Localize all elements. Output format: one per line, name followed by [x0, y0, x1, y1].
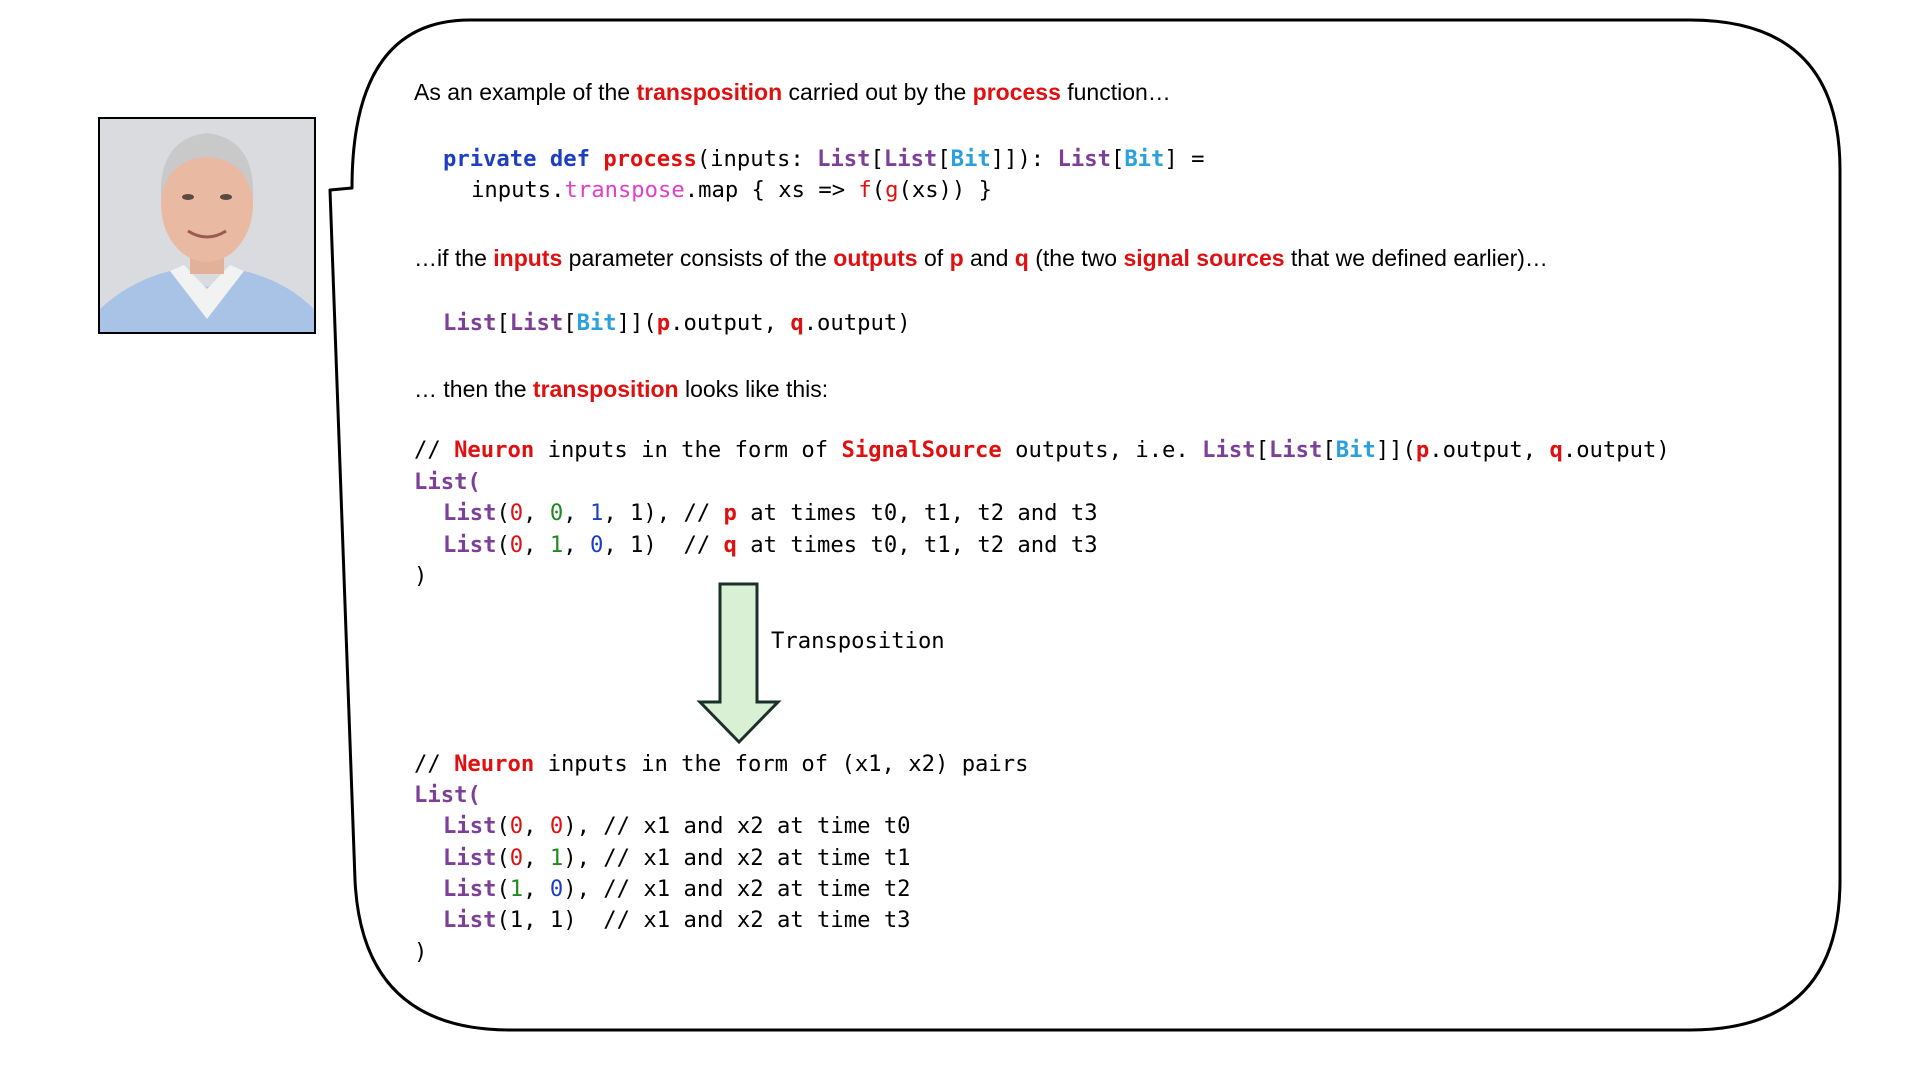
speech-bubble-outline: [328, 18, 1842, 1032]
block2-row-t1: List(0, 1), // x1 and x2 at time t1: [443, 845, 911, 871]
block1-row-q: List(0, 1, 0, 1) // q at times t0, t1, t…: [443, 532, 1098, 558]
avatar: [98, 117, 316, 334]
intro-text: As an example of the transposition carri…: [414, 79, 1171, 105]
avatar-portrait: [100, 119, 314, 332]
block1-comment: // Neuron inputs in the form of SignalSo…: [414, 437, 1670, 463]
then-text: … then the transposition looks like this…: [414, 376, 829, 402]
block2-open: List(: [414, 782, 481, 808]
block1-row-p: List(0, 0, 1, 1), // p at times t0, t1, …: [443, 500, 1098, 526]
transposition-arrow-label: Transposition: [771, 628, 945, 654]
block1-open: List(: [414, 469, 481, 495]
process-body-line: inputs.transpose.map { xs => f(g(xs)) }: [471, 177, 992, 203]
block2-row-t3: List(1, 1) // x1 and x2 at time t3: [443, 907, 911, 933]
transposition-arrow: [696, 582, 782, 745]
block2-row-t2: List(1, 0), // x1 and x2 at time t2: [443, 876, 911, 902]
inputs-list-expression: List[List[Bit]](p.output, q.output): [443, 310, 911, 336]
block2-comment: // Neuron inputs in the form of (x1, x2)…: [414, 751, 1029, 777]
process-def-line: private def process(inputs: List[List[Bi…: [443, 146, 1205, 172]
block2-close: ): [414, 939, 428, 965]
inputs-explanation-text: …if the inputs parameter consists of the…: [414, 245, 1548, 271]
block1-close: ): [414, 563, 428, 589]
block2-row-t0: List(0, 0), // x1 and x2 at time t0: [443, 813, 911, 839]
